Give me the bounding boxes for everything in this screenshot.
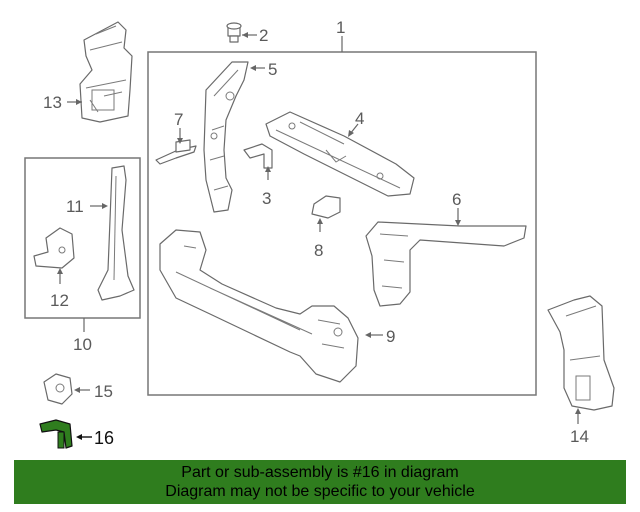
callout-3: 3 <box>262 189 271 208</box>
callout-9: 9 <box>386 327 395 346</box>
part-16-bracket-highlighted[interactable] <box>39 419 73 449</box>
part-14-deflector[interactable] <box>547 295 615 411</box>
banner-line-2: Diagram may not be specific to your vehi… <box>165 483 475 500</box>
callout-5: 5 <box>268 60 277 79</box>
part-7-bracket[interactable] <box>155 139 197 165</box>
info-banner: Part or sub-assembly is #16 in diagram D… <box>14 460 626 504</box>
callout-6: 6 <box>452 190 461 209</box>
callout-14: 14 <box>570 427 589 446</box>
callout-10: 10 <box>73 335 92 354</box>
callout-15: 15 <box>94 382 113 401</box>
callout-12: 12 <box>50 291 69 310</box>
part-2-clip[interactable] <box>226 22 242 43</box>
callout-7: 7 <box>174 110 183 129</box>
part-3-bracket[interactable] <box>243 143 273 169</box>
part-8-bracket[interactable] <box>311 195 341 219</box>
callout-4: 4 <box>355 109 364 128</box>
part-4-upper-tie-bar[interactable] <box>265 111 415 197</box>
part-9-lower-support[interactable] <box>159 229 359 383</box>
assembly-frame-10 <box>24 157 141 319</box>
callout-13: 13 <box>43 93 62 112</box>
part-15-clip[interactable] <box>43 373 73 405</box>
callout-8: 8 <box>314 241 323 260</box>
part-11-pillar[interactable] <box>97 165 135 301</box>
callout-16: 16 <box>94 428 114 448</box>
part-5-side-support[interactable] <box>203 61 249 213</box>
part-6-side-support[interactable] <box>365 221 527 307</box>
part-12-bracket[interactable] <box>33 227 75 269</box>
part-13-deflector[interactable] <box>79 21 133 123</box>
callout-1: 1 <box>336 18 345 37</box>
banner-line-1: Part or sub-assembly is #16 in diagram <box>181 464 459 481</box>
parts-diagram: 1 10 2 13 5 7 3 <box>24 18 615 449</box>
callout-2: 2 <box>259 26 268 45</box>
callout-11: 11 <box>66 197 84 216</box>
